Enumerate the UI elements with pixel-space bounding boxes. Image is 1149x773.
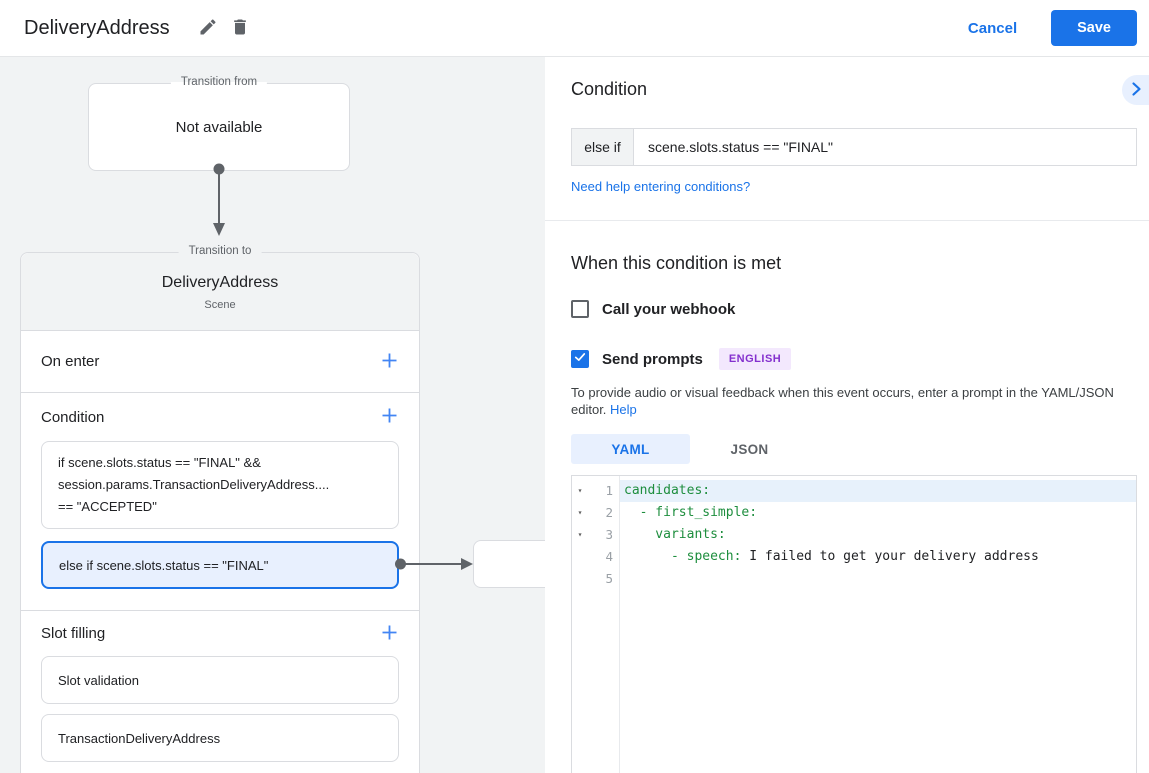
code-line-4[interactable]: - speech: I failed to get your delivery … (620, 546, 1136, 568)
scene-card-header: DeliveryAddress Scene (21, 253, 419, 331)
condition-elseif-text: else if scene.slots.status == "FINAL" (59, 557, 269, 573)
add-on-enter-button[interactable] (373, 346, 405, 378)
send-prompts-checkbox-row: Send prompts ENGLISH (571, 348, 1137, 370)
slot-validation-text: Slot validation (58, 672, 139, 688)
scene-graph-canvas: Transition from Not available Transition… (0, 57, 545, 773)
condition-if-line2: session.params.TransactionDeliveryAddres… (58, 477, 330, 492)
line-number: 1 (605, 483, 613, 498)
collapse-panel-button[interactable] (1122, 75, 1149, 105)
gutter-row: ▾ 1 (572, 480, 619, 502)
yaml-key: variants: (624, 527, 726, 542)
section-divider (545, 220, 1149, 221)
conditions-help-link[interactable]: Need help entering conditions? (571, 179, 751, 194)
prompts-description-text: To provide audio or visual feedback when… (571, 385, 1114, 417)
line-number: 5 (605, 571, 613, 586)
panel-header: Condition (571, 75, 1149, 105)
tab-yaml[interactable]: YAML (571, 434, 690, 464)
editor-gutter: ▾ 1 ▾ 2 ▾ 3 4 5 (572, 476, 620, 773)
trash-icon (230, 17, 250, 40)
condition-section-header: Condition (21, 393, 419, 441)
plus-icon (381, 624, 398, 644)
line-number: 3 (605, 527, 613, 542)
yaml-value: I failed to get your delivery address (741, 549, 1039, 564)
webhook-checkbox-row: Call your webhook (571, 300, 1137, 318)
slot-item-validation[interactable]: Slot validation (41, 656, 399, 704)
yaml-key: - first_simple: (624, 505, 758, 520)
prompts-description: To provide audio or visual feedback when… (571, 384, 1137, 418)
gutter-row: ▾ 3 (572, 524, 619, 546)
page-title: DeliveryAddress (24, 16, 170, 39)
on-enter-section: On enter (21, 331, 419, 393)
slot-item-delivery-address[interactable]: TransactionDeliveryAddress (41, 714, 399, 762)
scene-type-label: Scene (204, 299, 236, 311)
call-webhook-label: Call your webhook (602, 300, 736, 318)
fold-arrow-icon[interactable]: ▾ (577, 508, 583, 517)
cancel-button[interactable]: Cancel (967, 19, 1018, 37)
yaml-key: - speech: (624, 549, 742, 564)
slot-filling-label: Slot filling (41, 625, 106, 642)
call-webhook-checkbox[interactable] (571, 300, 589, 318)
condition-expression-row: else if (571, 128, 1137, 166)
transition-from-legend: Transition from (170, 76, 268, 88)
condition-section: Condition if scene.slots.status == "FINA… (21, 393, 419, 611)
edit-title-button[interactable] (192, 12, 224, 44)
condition-item-elseif-selected[interactable]: else if scene.slots.status == "FINAL" (41, 541, 399, 589)
code-line-5[interactable] (620, 568, 1136, 590)
send-prompts-checkbox[interactable] (571, 350, 589, 368)
code-line-2[interactable]: - first_simple: (620, 502, 1136, 524)
fold-arrow-icon[interactable]: ▾ (577, 486, 583, 495)
checkmark-icon (573, 350, 587, 369)
gutter-row: ▾ 2 (572, 502, 619, 524)
chevron-right-icon (1125, 78, 1147, 103)
condition-if-line1: if scene.slots.status == "FINAL" && (58, 455, 261, 470)
code-line-3[interactable]: variants: (620, 524, 1136, 546)
gutter-row: 5 (572, 568, 619, 590)
pencil-icon (198, 17, 218, 40)
main-area: Transition from Not available Transition… (0, 57, 1149, 773)
condition-editor-panel: Condition else if Need help entering con… (545, 57, 1149, 773)
language-badge: ENGLISH (718, 348, 792, 370)
send-prompts-label: Send prompts (602, 350, 703, 368)
transition-to-legend: Transition to (178, 245, 262, 257)
add-slot-button[interactable] (373, 618, 405, 650)
condition-item-if[interactable]: if scene.slots.status == "FINAL" && sess… (41, 441, 399, 529)
yaml-code-editor[interactable]: ▾ 1 ▾ 2 ▾ 3 4 5 (571, 475, 1137, 773)
help-link[interactable]: Help (610, 402, 637, 417)
vertical-connector-arrow (213, 163, 225, 236)
code-line-1[interactable]: candidates: (620, 480, 1136, 502)
transition-to-node: Transition to DeliveryAddress Scene On e… (20, 245, 420, 773)
editor-format-tabs: YAML JSON (571, 434, 1137, 464)
condition-expression-input[interactable] (634, 129, 1136, 165)
fold-arrow-icon[interactable]: ▾ (577, 530, 583, 539)
line-number: 4 (605, 549, 613, 564)
slot-filling-header: Slot filling (21, 611, 419, 656)
scene-name: DeliveryAddress (161, 274, 279, 291)
condition-if-line3: == "ACCEPTED" (58, 499, 157, 514)
tab-json[interactable]: JSON (730, 441, 769, 457)
transition-target-node[interactable] (473, 540, 545, 588)
yaml-key: candidates: (624, 483, 711, 498)
horizontal-connector-arrow (395, 558, 473, 570)
slot-delivery-address-text: TransactionDeliveryAddress (58, 730, 221, 746)
line-number: 2 (605, 505, 613, 520)
slot-filling-section: Slot filling Slot validation Transaction… (21, 611, 419, 762)
on-enter-label: On enter (41, 353, 100, 370)
transition-from-node: Transition from Not available (88, 76, 350, 171)
panel-title: Condition (571, 79, 648, 99)
condition-prefix-label: else if (572, 129, 634, 165)
delete-scene-button[interactable] (224, 12, 256, 44)
save-button[interactable]: Save (1051, 10, 1137, 46)
condition-label: Condition (41, 408, 105, 426)
plus-icon (381, 352, 398, 372)
editor-code-area[interactable]: candidates: - first_simple: variants: - … (620, 476, 1136, 773)
add-condition-button[interactable] (373, 401, 405, 433)
plus-icon (381, 407, 398, 427)
gutter-row: 4 (572, 546, 619, 568)
transition-from-text: Not available (175, 118, 263, 136)
when-condition-title: When this condition is met (571, 253, 782, 273)
top-bar: DeliveryAddress Cancel Save (0, 0, 1149, 57)
